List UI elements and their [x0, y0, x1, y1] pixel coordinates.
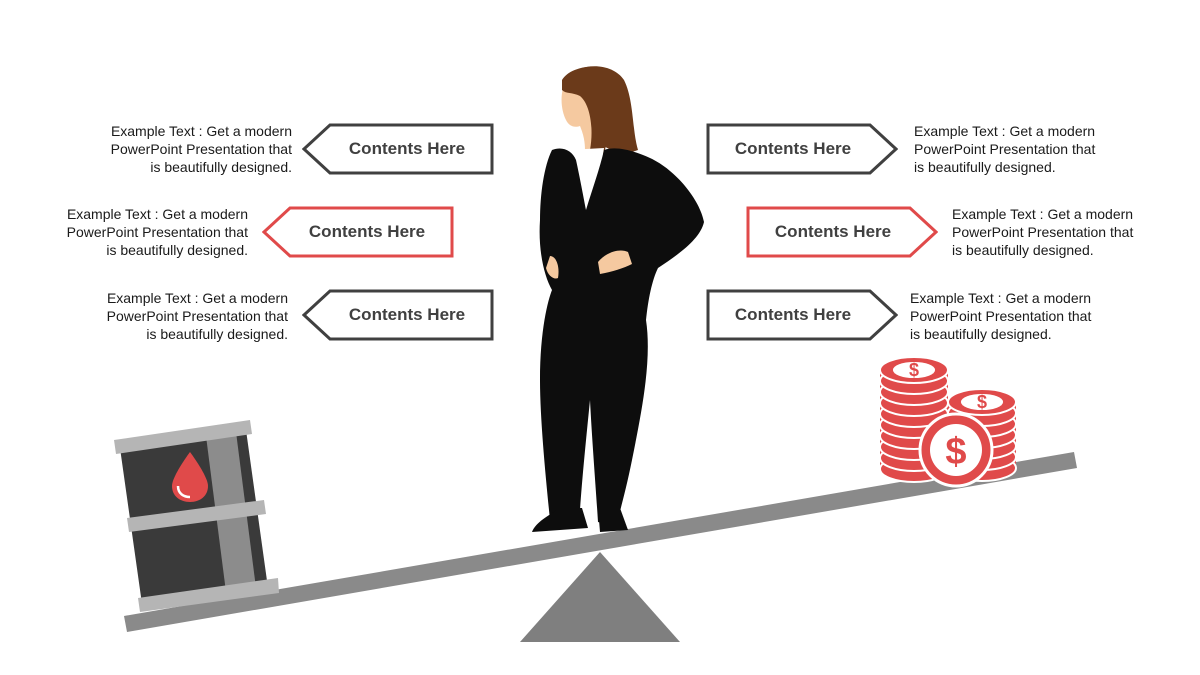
right-arrow-label-1: Contents Here [734, 139, 852, 158]
right-arrow-box-1[interactable]: Contents Here [706, 123, 898, 175]
dollar-coins-icon: $ $ $ [879, 356, 1017, 488]
left-arrow-box-1[interactable]: Contents Here [302, 123, 494, 175]
left-arrow-label-1: Contents Here [348, 139, 466, 158]
left-arrow-box-3[interactable]: Contents Here [302, 289, 494, 341]
right-description-3: Example Text : Get a modern PowerPoint P… [910, 290, 1092, 342]
oil-barrel-icon [114, 420, 279, 612]
oil-drop-icon [172, 452, 208, 502]
coin-dollar-symbol: $ [977, 392, 987, 412]
left-description-2: Example Text : Get a modern PowerPoint P… [66, 206, 248, 258]
right-description-1: Example Text : Get a modern PowerPoint P… [914, 123, 1096, 175]
right-description-2: Example Text : Get a modern PowerPoint P… [952, 206, 1134, 258]
left-description-1: Example Text : Get a modern PowerPoint P… [110, 123, 292, 175]
right-arrow-box-3[interactable]: Contents Here [706, 289, 898, 341]
left-arrow-label-2: Contents Here [308, 222, 426, 241]
seesaw-beam [124, 452, 1077, 632]
businesswoman-figure [532, 66, 704, 532]
coin-dollar-symbol: $ [909, 360, 919, 380]
left-arrow-box-2[interactable]: Contents Here [262, 206, 454, 258]
left-arrow-label-3: Contents Here [348, 305, 466, 324]
coin-dollar-symbol: $ [945, 431, 966, 473]
right-arrow-box-2[interactable]: Contents Here [746, 206, 938, 258]
right-arrow-label-3: Contents Here [734, 305, 852, 324]
left-description-3: Example Text : Get a modern PowerPoint P… [106, 290, 288, 342]
right-arrow-label-2: Contents Here [774, 222, 892, 241]
fulcrum-triangle [520, 552, 680, 642]
